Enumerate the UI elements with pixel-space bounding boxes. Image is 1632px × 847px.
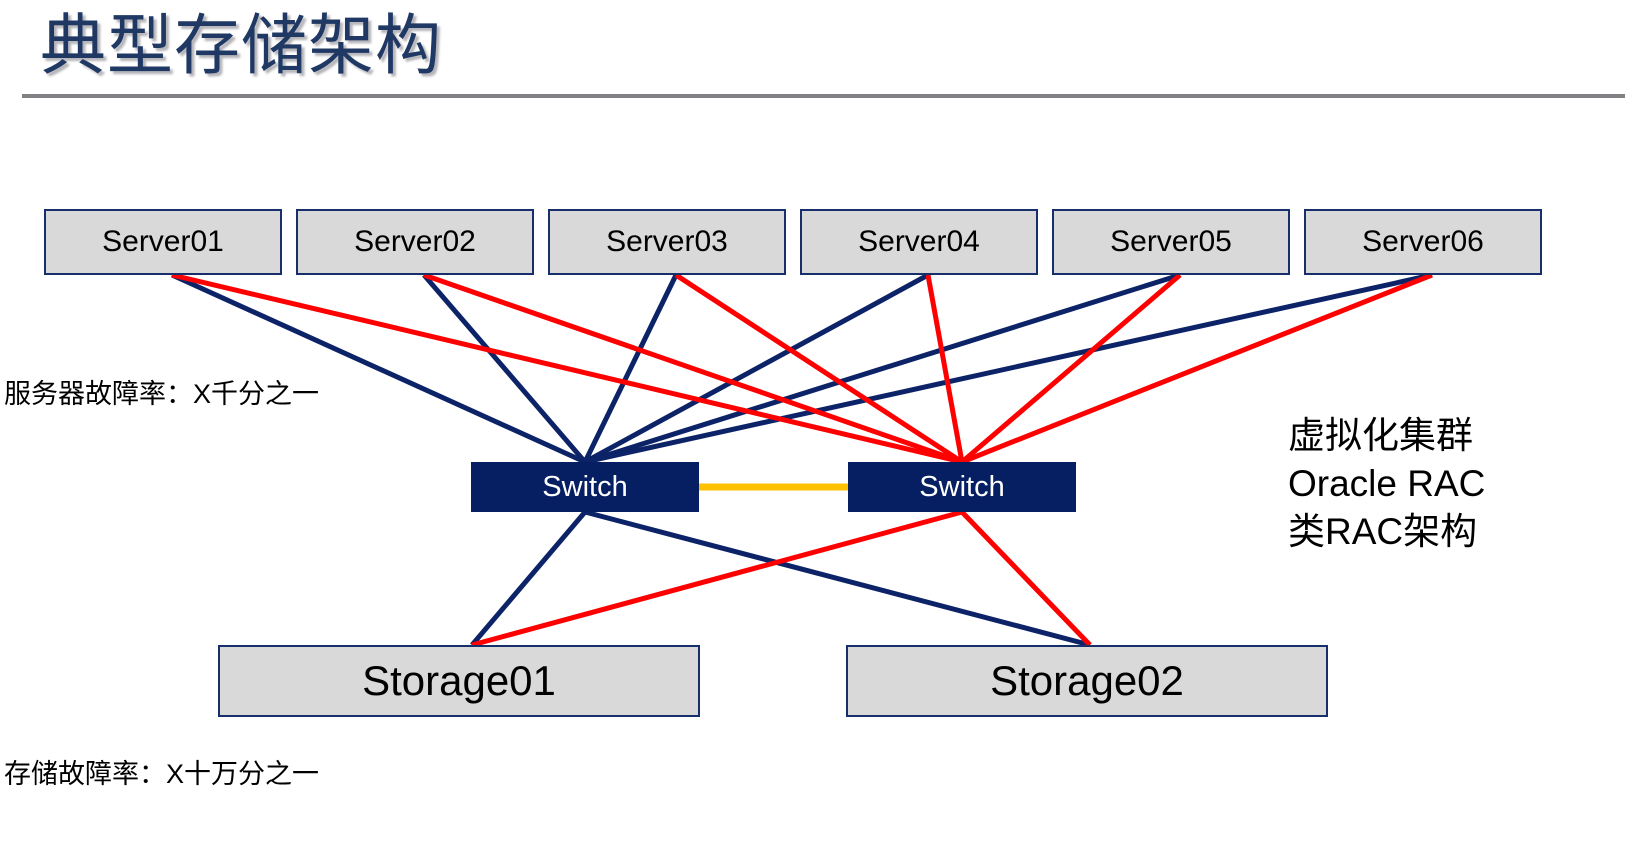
server-box-6[interactable]: Server06 — [1304, 209, 1542, 275]
link-switch1-storage01 — [470, 510, 587, 647]
link-server6-switch2 — [961, 272, 1433, 465]
link-switch2-storage02 — [960, 510, 1092, 647]
storage-failure-rate-note: 存储故障率：X十万分之一 — [4, 759, 320, 789]
server-to-left-switch-links — [170, 272, 1433, 465]
link-server5-switch2 — [960, 273, 1182, 464]
server-failure-rate-note: 服务器故障率：X千分之一 — [4, 379, 320, 409]
page-title: 典型存储架构 — [40, 8, 442, 82]
link-server2-switch2 — [423, 272, 963, 465]
link-server1-switch1 — [170, 272, 587, 465]
right-switch-to-storage-links — [471, 509, 1092, 648]
server-box-5[interactable]: Server05 — [1052, 209, 1290, 275]
switch-box-1[interactable]: Switch — [471, 462, 699, 512]
server-to-right-switch-links — [171, 272, 1433, 465]
cluster-note-line-2: Oracle RAC — [1288, 463, 1486, 504]
link-server6-switch1 — [584, 272, 1433, 465]
server-box-2[interactable]: Server02 — [296, 209, 534, 275]
link-server2-switch1 — [422, 273, 587, 464]
server-box-4[interactable]: Server04 — [800, 209, 1038, 275]
link-server4-switch2 — [925, 274, 965, 463]
link-server3-switch1 — [582, 273, 679, 464]
link-server4-switch1 — [583, 272, 930, 465]
link-server1-switch2 — [171, 272, 963, 465]
storage-box-1[interactable]: Storage01 — [218, 645, 700, 717]
server-box-3[interactable]: Server03 — [548, 209, 786, 275]
cluster-note-line-1: 虚拟化集群 — [1288, 415, 1473, 456]
link-server3-switch2 — [674, 272, 964, 465]
left-switch-to-storage-links — [470, 509, 1091, 648]
server-box-1[interactable]: Server01 — [44, 209, 282, 275]
switch-box-2[interactable]: Switch — [848, 462, 1076, 512]
link-switch2-storage01 — [471, 509, 963, 648]
title-divider — [22, 94, 1625, 98]
link-switch1-storage02 — [584, 509, 1091, 648]
link-server5-switch1 — [584, 272, 1181, 465]
storage-box-2[interactable]: Storage02 — [846, 645, 1328, 717]
cluster-note-line-3: 类RAC架构 — [1288, 511, 1478, 552]
cluster-type-note: 虚拟化集群 Oracle RAC 类RAC架构 — [1288, 412, 1485, 556]
